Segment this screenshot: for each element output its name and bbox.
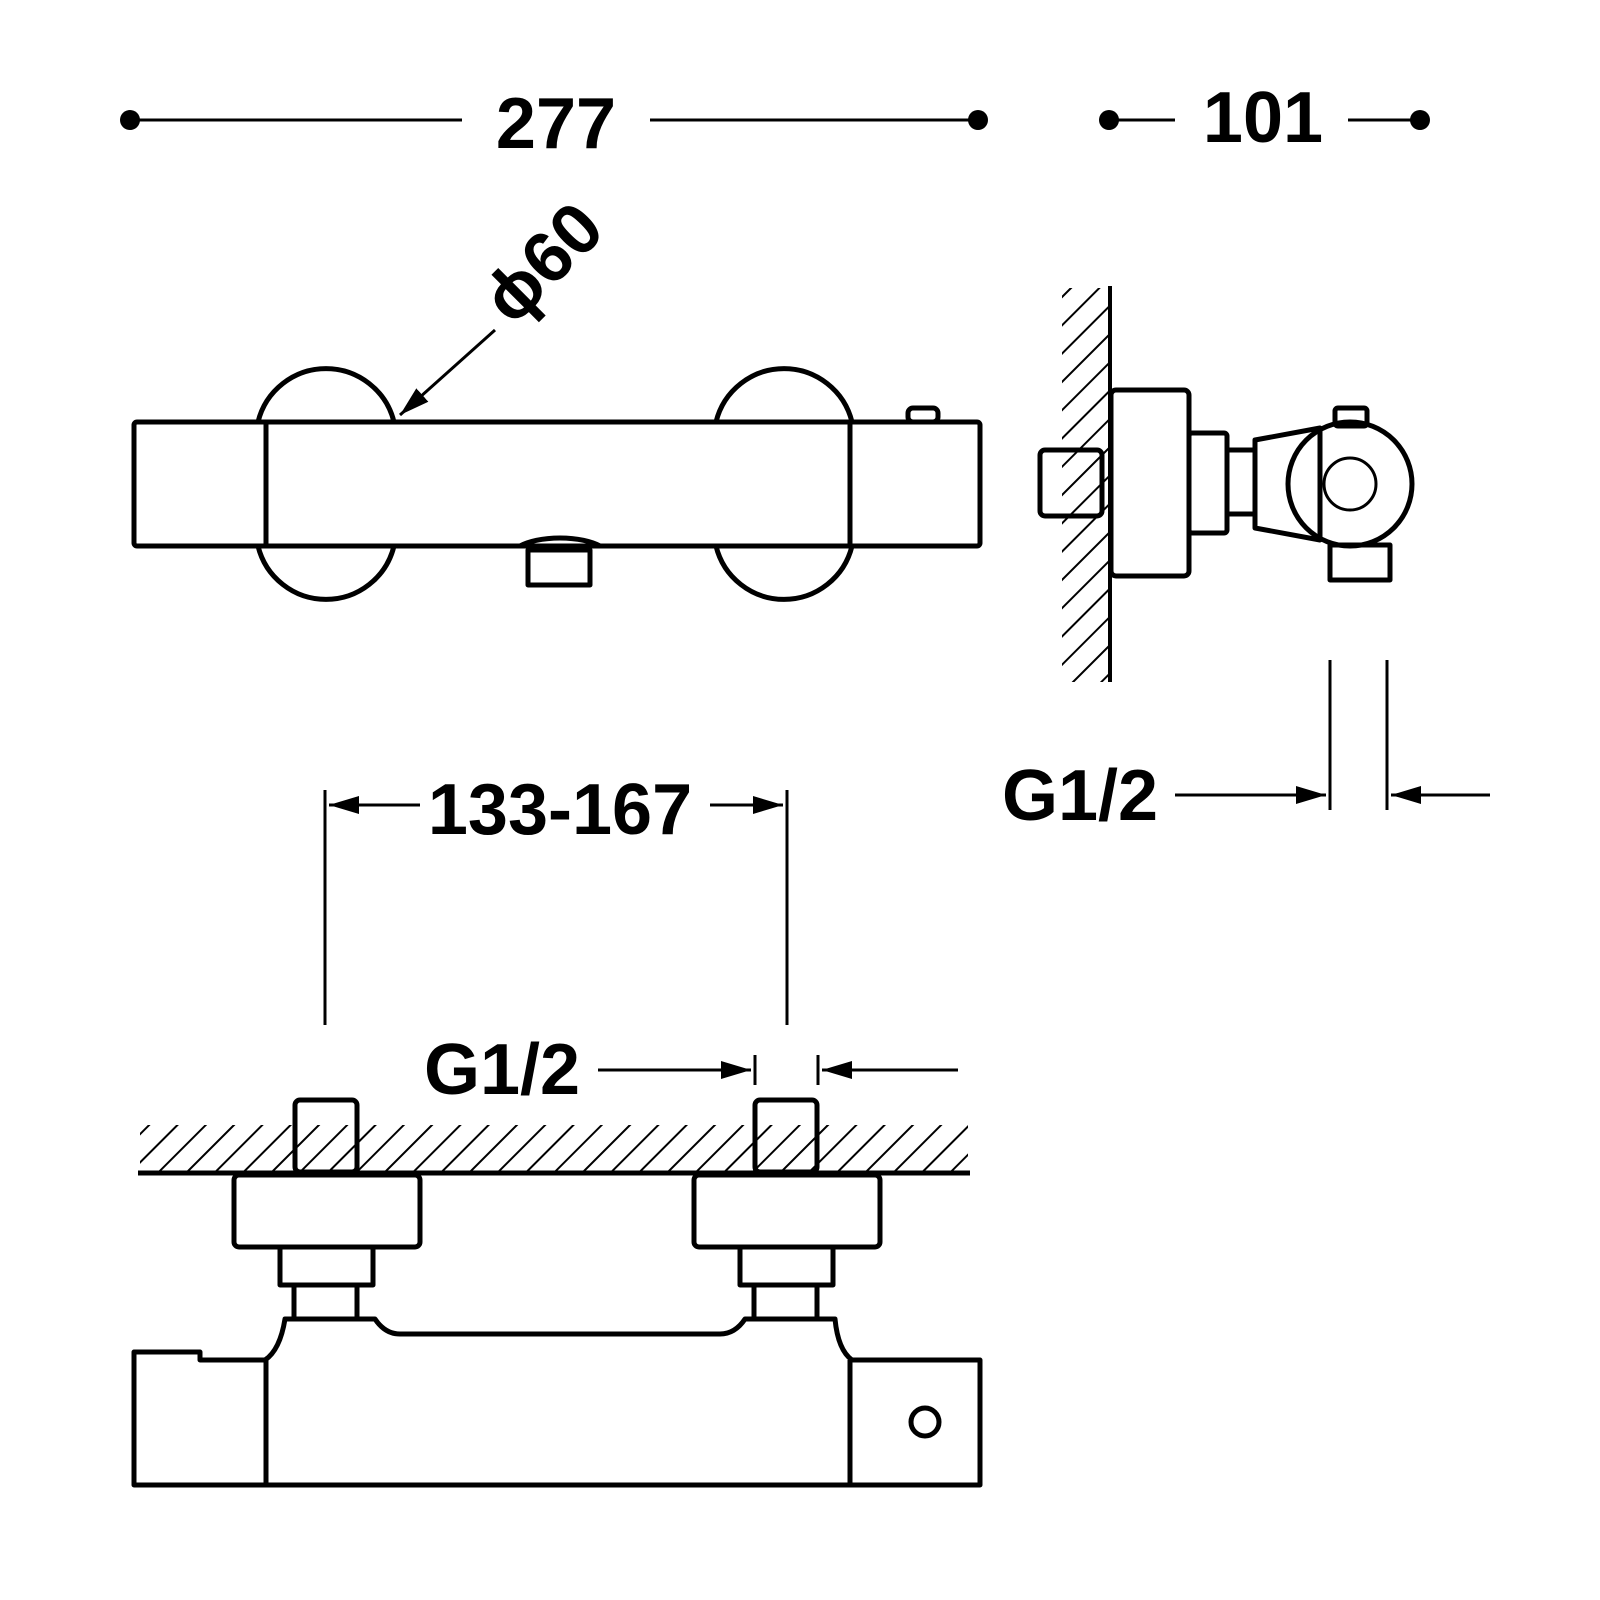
- side-view: G1/2: [1002, 286, 1490, 836]
- front-view: ϕ60: [131, 187, 983, 602]
- diameter-label: ϕ60: [467, 187, 618, 338]
- center-distance-label: 133-167: [428, 770, 692, 850]
- thread-side-label: G1/2: [1002, 756, 1158, 836]
- dimension-depth-label: 101: [1203, 78, 1323, 158]
- dimension-length-label: 277: [496, 84, 616, 164]
- dimension-101: 101: [1099, 78, 1430, 158]
- top-view: 133-167 G1/2: [131, 770, 983, 1488]
- thread-bottom-label: G1/2: [424, 1030, 580, 1110]
- dimension-277: 277: [120, 84, 988, 164]
